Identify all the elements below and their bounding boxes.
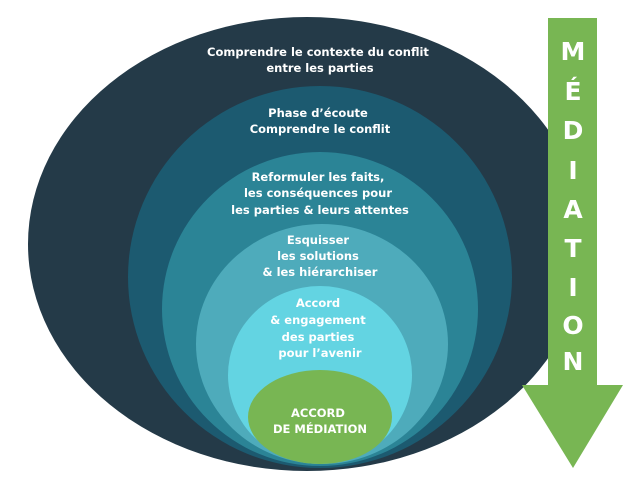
down-arrow-icon bbox=[522, 18, 623, 468]
layer-4-line-2: les solutions bbox=[277, 249, 359, 263]
layer-5-line-2: & engagement bbox=[270, 313, 366, 327]
arrow-shaft bbox=[548, 18, 597, 386]
layer-2-line-1: Phase d’écoute bbox=[268, 106, 368, 120]
layer-1-label: Comprendre le contexte du conflit entre … bbox=[207, 45, 433, 75]
arrow-letter-6: T bbox=[564, 234, 581, 263]
layer-4-line-1: Esquisser bbox=[287, 233, 350, 247]
layer-2-line-2: Comprendre le conflit bbox=[250, 122, 391, 136]
arrow-head bbox=[522, 385, 623, 468]
layer-1-line-2: entre les parties bbox=[266, 61, 373, 75]
core-line-1: ACCORD bbox=[291, 406, 345, 420]
layer-3-line-3: les parties & leurs attentes bbox=[231, 203, 409, 217]
arrow-letter-2: É bbox=[564, 77, 581, 106]
arrow-letter-9: N bbox=[563, 347, 584, 376]
layer-5-line-1: Accord bbox=[296, 296, 340, 310]
layer-3-line-1: Reformuler les faits, bbox=[252, 170, 385, 184]
arrow-letters: M É D I A T I O N bbox=[561, 37, 586, 376]
arrow-letter-1: M bbox=[561, 37, 586, 66]
arrow-letter-4: I bbox=[568, 156, 577, 185]
arrow-letter-7: I bbox=[568, 273, 577, 302]
arrow-letter-8: O bbox=[562, 311, 583, 340]
layer-4-line-3: & les hiérarchiser bbox=[263, 265, 378, 279]
layer-4-label: Esquisser les solutions & les hiérarchis… bbox=[263, 233, 378, 279]
arrow-letter-5: A bbox=[563, 195, 583, 224]
core-ellipse bbox=[248, 370, 392, 464]
layer-5-line-4: pour l’avenir bbox=[278, 346, 361, 360]
layer-1-line-1: Comprendre le contexte du conflit bbox=[207, 45, 429, 59]
layer-3-line-2: les conséquences pour bbox=[244, 186, 392, 200]
core-label: ACCORD DE MÉDIATION bbox=[273, 406, 367, 436]
layer-3-label: Reformuler les faits, les conséquences p… bbox=[231, 170, 409, 217]
layer-5-line-3: des parties bbox=[282, 330, 355, 344]
layer-2-label: Phase d’écoute Comprendre le conflit bbox=[250, 106, 391, 136]
layer-5-label: Accord & engagement des parties pour l’a… bbox=[270, 296, 370, 360]
core-line-2: DE MÉDIATION bbox=[273, 421, 367, 436]
arrow-letter-3: D bbox=[563, 116, 584, 145]
